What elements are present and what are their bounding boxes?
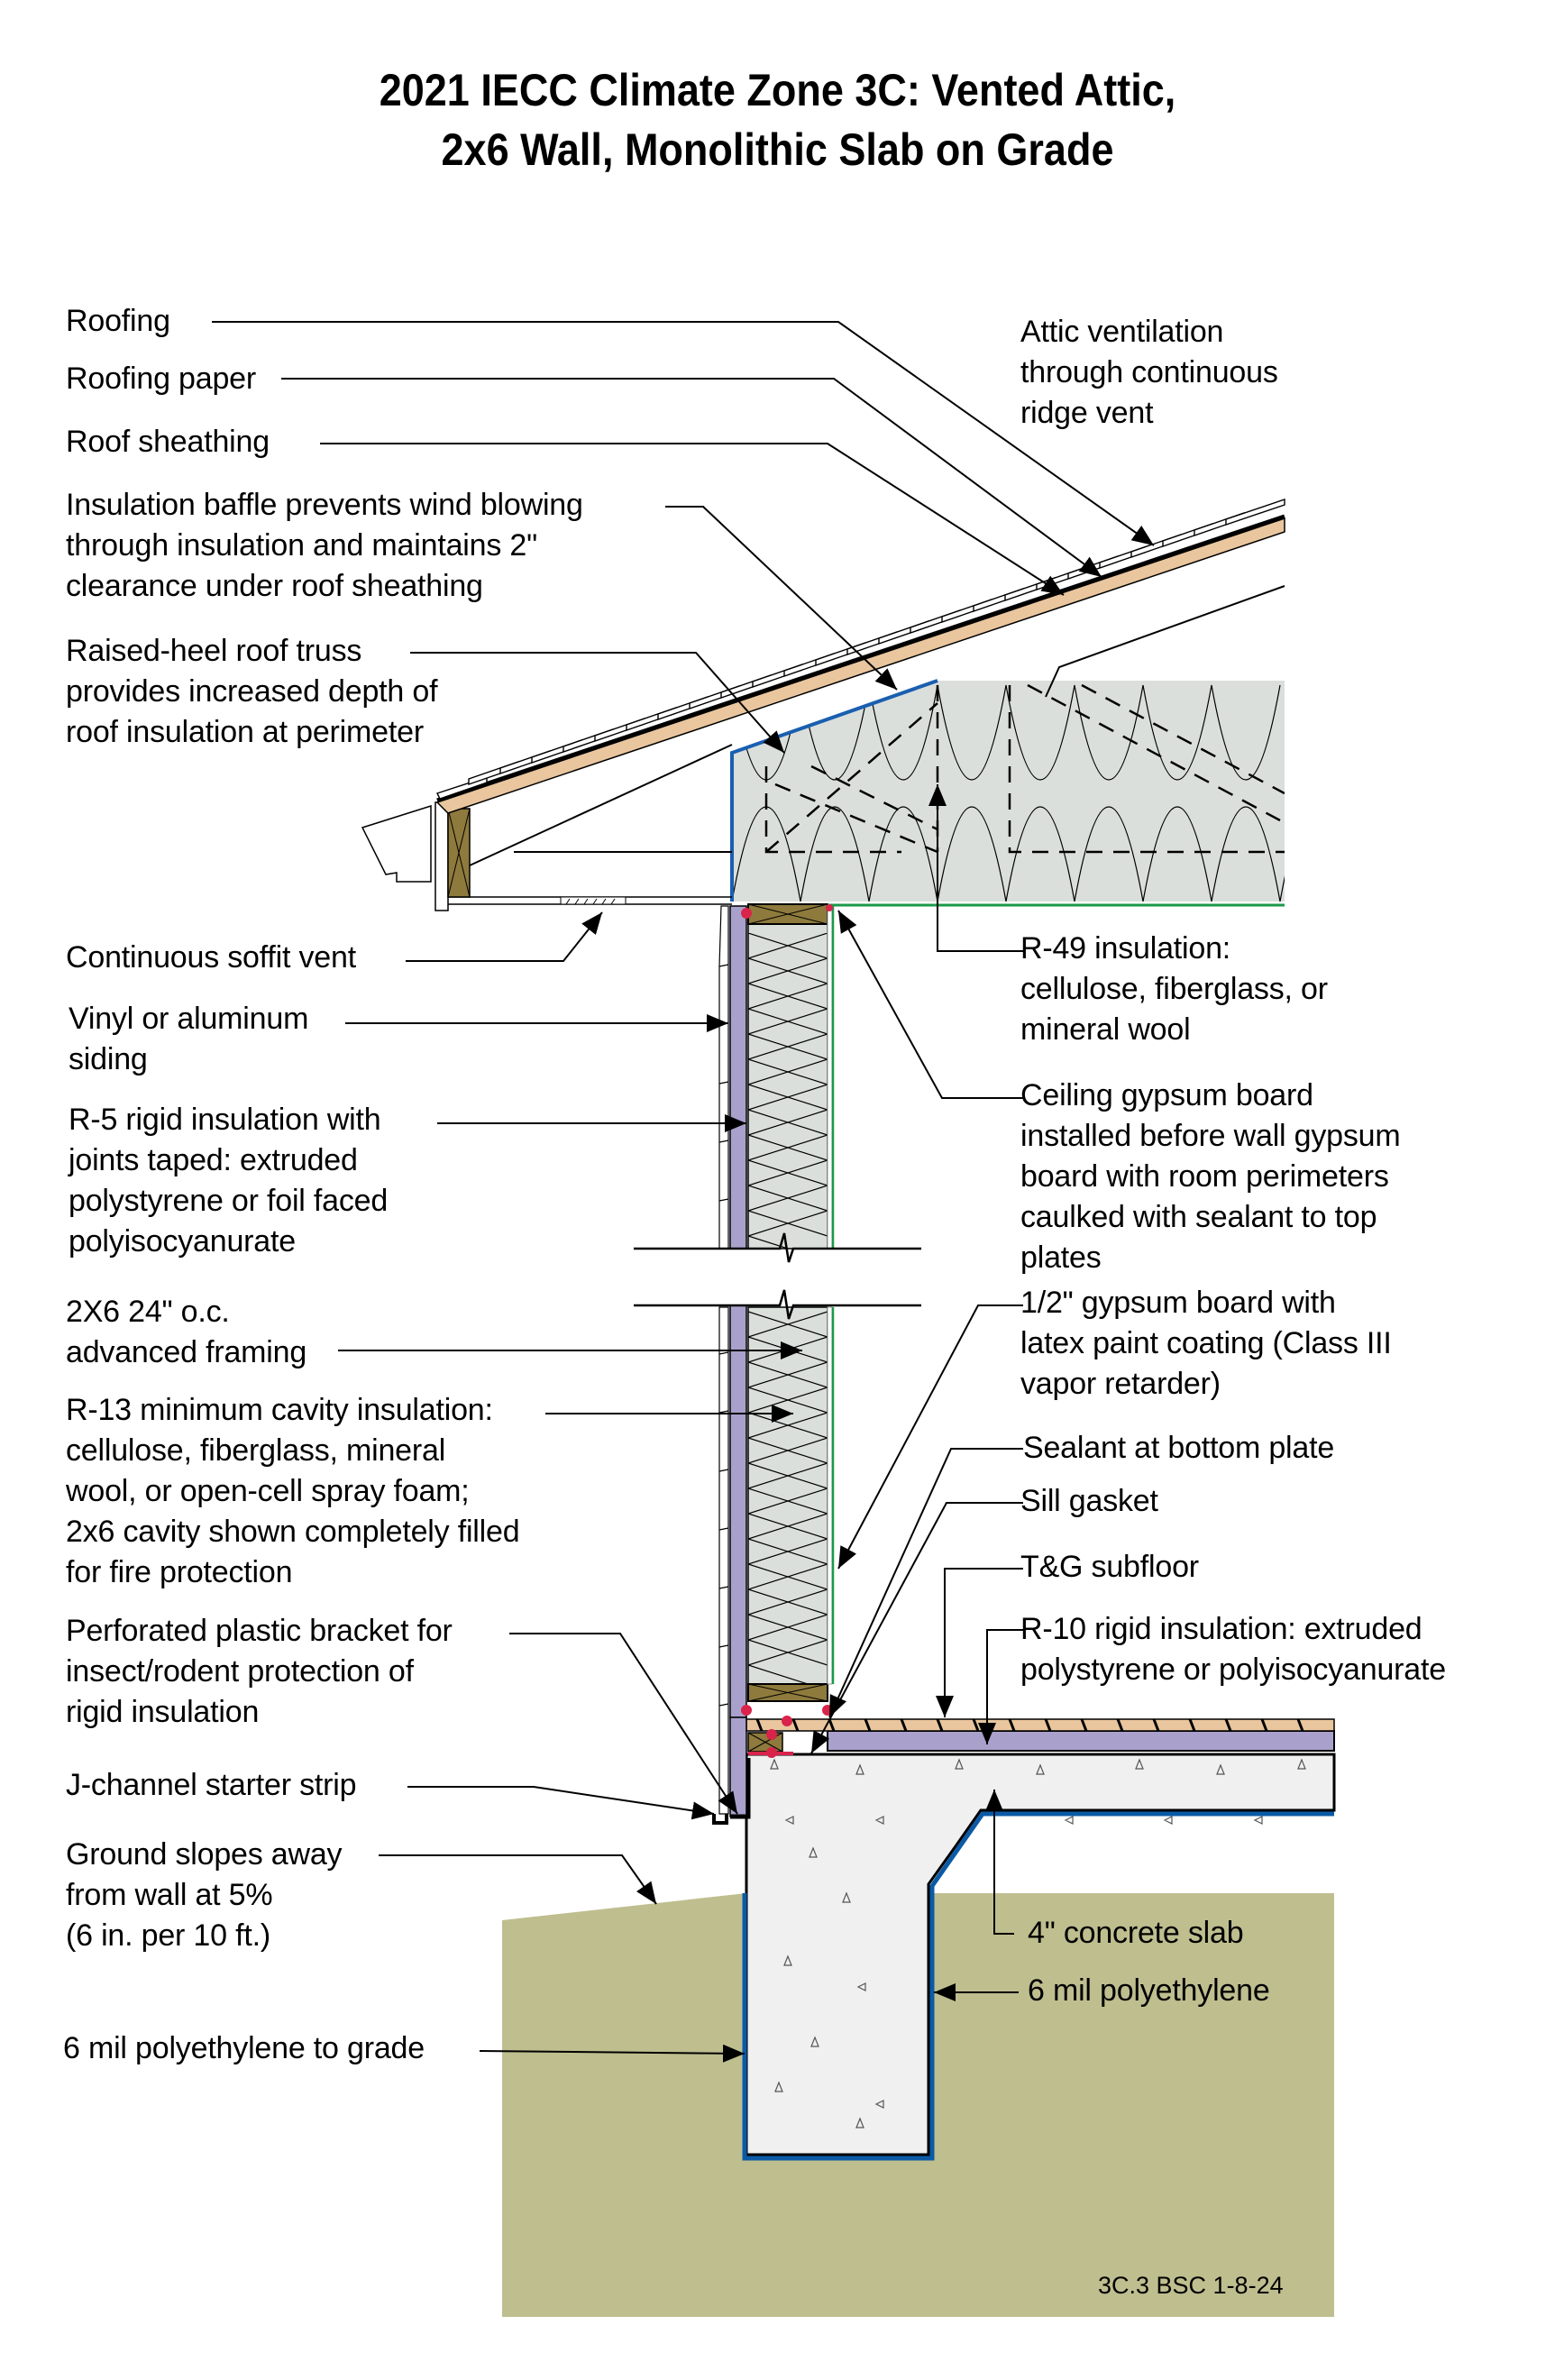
- leader-wall-gypsum: [837, 1304, 1023, 1570]
- label-ceiling-gypsum: Ceiling gypsum board installed before wa…: [1020, 1078, 1401, 1275]
- label-attic-ventilation: Attic ventilation through continuous rid…: [1020, 315, 1278, 430]
- soffit-vent-hatch: [565, 898, 616, 905]
- ground: [502, 1893, 746, 2317]
- leader-bracket: [509, 1633, 738, 1815]
- label-sill-gasket: Sill gasket: [1020, 1484, 1158, 1518]
- r5-rigid-insulation-lower: [729, 1716, 747, 1817]
- label-framing: 2X6 24" o.c. advanced framing: [66, 1295, 307, 1369]
- fascia-board: [434, 801, 449, 911]
- label-roofing: Roofing: [66, 304, 170, 338]
- label-concrete-slab: 4" concrete slab: [1028, 1916, 1244, 1950]
- leader-lines: [212, 321, 1155, 2063]
- diagram-title-line-1: 2021 IECC Climate Zone 3C: Vented Attic,: [379, 65, 1176, 115]
- leader-ceiling-gypsum: [837, 910, 1023, 1099]
- leader-jchannel: [407, 1786, 715, 1820]
- label-r5-rigid: R-5 rigid insulation with joints taped: …: [69, 1103, 389, 1259]
- attic-insulation: [732, 681, 1285, 902]
- polyethylene-line: [742, 1811, 1334, 2161]
- label-raised-heel-truss: Raised-heel roof truss provides increase…: [66, 634, 438, 749]
- r5-rigid-insulation: [729, 905, 747, 1718]
- attic-batt-pattern: [732, 683, 1285, 902]
- gutter: [361, 804, 432, 883]
- label-poly-to-grade: 6 mil polyethylene to grade: [63, 2031, 425, 2065]
- label-polyethylene: 6 mil polyethylene: [1028, 1973, 1270, 2008]
- concrete-aggregate: [770, 1758, 1306, 2128]
- leader-r10: [978, 1629, 1023, 1744]
- label-j-channel: J-channel starter strip: [66, 1768, 357, 1802]
- label-r13-cavity: R-13 minimum cavity insulation: cellulos…: [66, 1393, 520, 1589]
- label-soffit-vent: Continuous soffit vent: [66, 940, 356, 975]
- leader-roof-sheathing: [320, 443, 1065, 596]
- leader-subfloor: [936, 1568, 1023, 1717]
- roof-shingles: [436, 499, 1285, 800]
- diagram-title-line-2: 2x6 Wall, Monolithic Slab on Grade: [441, 124, 1114, 175]
- break-lines: [631, 1232, 928, 1320]
- leader-truss: [410, 652, 785, 754]
- siding: [718, 905, 729, 1815]
- leader-poly-grade: [479, 2044, 745, 2063]
- truss-web: [1045, 585, 1285, 698]
- label-r10-rigid: R-10 rigid insulation: extruded polystyr…: [1020, 1612, 1446, 1687]
- drawing-reference-code: 3C.3 BSC 1-8-24: [1098, 2272, 1284, 2299]
- roofing-paper: [436, 514, 1285, 803]
- r10-rigid-insulation: [827, 1730, 1335, 1752]
- wall-batt-pattern: [748, 933, 828, 1690]
- label-roof-sheathing: Roof sheathing: [66, 425, 270, 459]
- leader-roofing: [212, 321, 1155, 546]
- leader-sill-gasket: [810, 1502, 1023, 1754]
- wall-gypsum-board: [827, 905, 833, 1250]
- label-roofing-paper: Roofing paper: [66, 362, 256, 396]
- leader-ground: [379, 1854, 657, 1905]
- label-r49-insulation: R-49 insulation: cellulose, fiberglass, …: [1020, 931, 1328, 1047]
- leader-soffit: [406, 911, 603, 962]
- label-insulation-baffle: Insulation baffle prevents wind blowing …: [66, 488, 583, 603]
- leader-roofing-paper: [281, 378, 1102, 578]
- label-siding: Vinyl or aluminum siding: [69, 1002, 309, 1076]
- subfloor-hatch: [755, 1718, 1304, 1732]
- wall-cavity-insulation-lower: [747, 1306, 828, 1685]
- plastic-bracket: [730, 1758, 751, 1819]
- label-subfloor: T&G subfloor: [1020, 1550, 1199, 1584]
- label-wall-gypsum: 1/2" gypsum board with latex paint coati…: [1020, 1286, 1392, 1401]
- leader-sealant: [828, 1448, 1023, 1718]
- label-ground-slope: Ground slopes away from wall at 5% (6 in…: [66, 1837, 343, 1953]
- label-sealant-bottom-plate: Sealant at bottom plate: [1023, 1431, 1335, 1465]
- label-plastic-bracket: Perforated plastic bracket for insect/ro…: [66, 1614, 453, 1729]
- wall-cavity-insulation: [747, 923, 828, 1250]
- leader-baffle: [665, 506, 898, 691]
- truss-top-chord: [469, 744, 733, 866]
- leader-slab: [985, 1790, 1014, 1935]
- leader-r49: [928, 784, 1023, 952]
- concrete-slab: [745, 1753, 1336, 2156]
